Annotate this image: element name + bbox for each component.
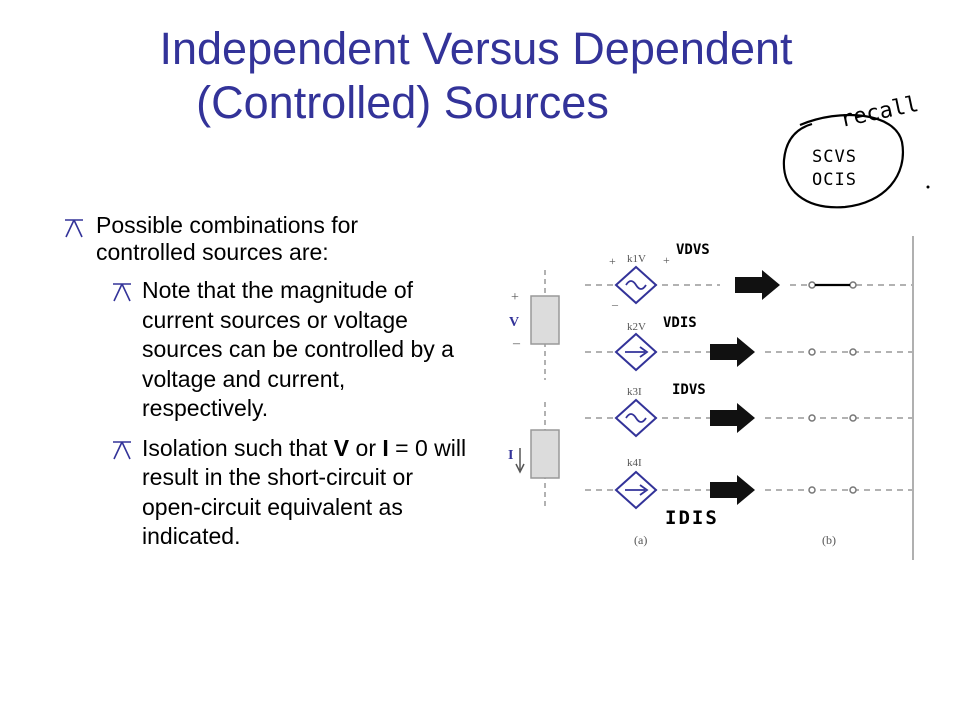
title-line-2: (Controlled) Sources	[196, 77, 609, 128]
row-cccs: k4I	[585, 457, 912, 510]
svg-text:V: V	[509, 315, 519, 330]
svg-text:–: –	[512, 336, 521, 351]
bullet-marker-icon	[113, 440, 131, 459]
svg-text:+: +	[663, 253, 670, 267]
title-line-1: Independent Versus Dependent	[159, 23, 793, 74]
annotation-vdis: VDIS	[663, 315, 697, 331]
svg-text:k3I: k3I	[627, 386, 642, 398]
row-ccvs: k3I	[585, 386, 912, 438]
svg-text:+: +	[511, 290, 519, 305]
annotation-ocis: OCIS	[812, 170, 857, 190]
handwritten-annotations: VDVS VDIS IDVS IDIS recall SCVS OCIS	[663, 92, 930, 529]
annotation-vdvs: VDVS	[676, 242, 710, 258]
bullet-sub-2-text: Isolation such that V or I = 0 will resu…	[142, 434, 467, 550]
controlling-voltage-element: + V –	[509, 270, 560, 380]
controlling-current-element: I	[508, 402, 560, 508]
annotation-idis: IDIS	[665, 507, 719, 529]
caption-b: (b)	[822, 533, 836, 547]
svg-text:–: –	[611, 297, 619, 311]
bullet-sub-2: Isolation such that V or I = 0 will resu…	[60, 434, 480, 552]
bullet-marker-icon	[65, 219, 83, 238]
caption-a: (a)	[634, 533, 647, 547]
bullet-sub-1: Note that the magnitude of current sourc…	[60, 276, 480, 424]
annotation-scvs: SCVS	[812, 147, 857, 167]
svg-text:I: I	[508, 448, 513, 463]
bullet-main: Possible combinations for controlled sou…	[60, 212, 480, 266]
svg-text:k1V: k1V	[627, 253, 646, 265]
bullet-list: Possible combinations for controlled sou…	[60, 212, 480, 552]
row-vcvs: + – + k1V	[585, 253, 912, 311]
svg-text:k4I: k4I	[627, 457, 642, 469]
svg-text:k2V: k2V	[627, 321, 646, 333]
bullet-marker-icon	[113, 283, 131, 302]
row-vccs: k2V	[585, 321, 912, 372]
bullet-main-text: Possible combinations for controlled sou…	[96, 212, 359, 265]
annotation-circle	[782, 113, 905, 209]
bullet-sub-1-text: Note that the magnitude of current sourc…	[142, 277, 454, 421]
slide-title: Independent Versus Dependent (Controlled…	[0, 22, 960, 130]
annotation-recall: recall	[838, 92, 921, 133]
annotation-idvs: IDVS	[672, 382, 706, 398]
svg-text:+: +	[609, 254, 616, 268]
